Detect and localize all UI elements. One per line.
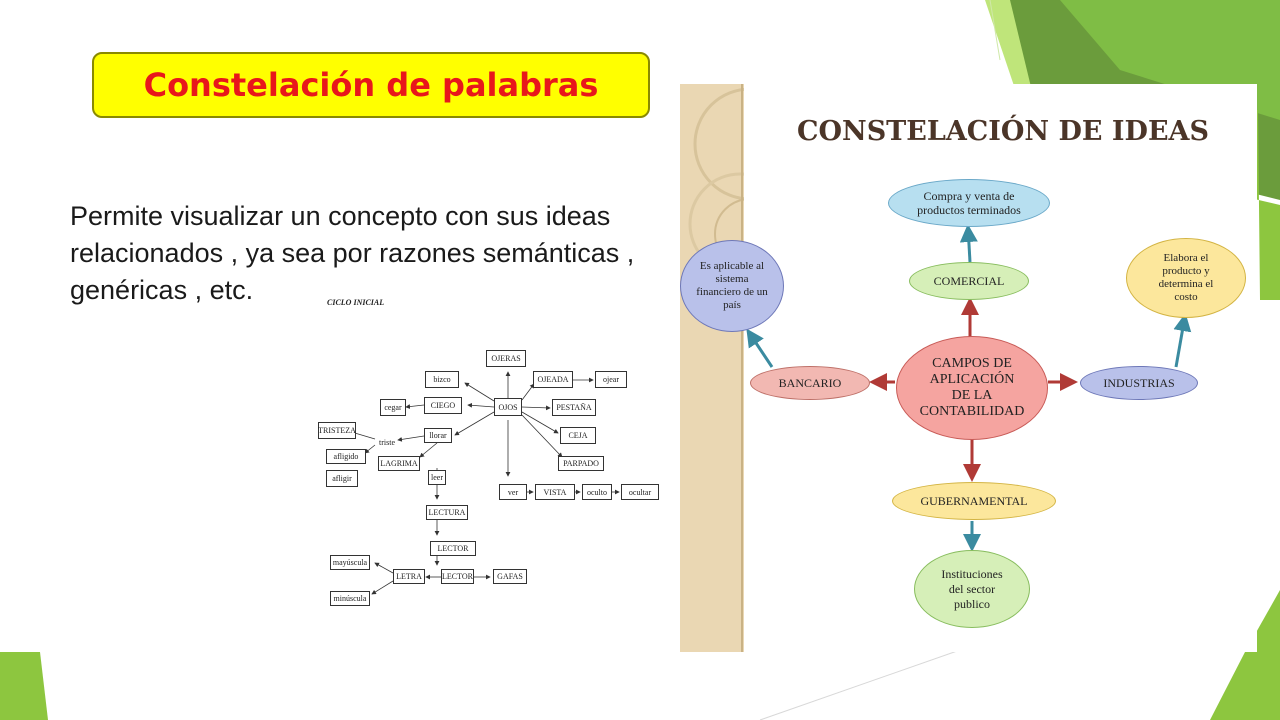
word-ojeada: OJEADA [533,371,573,388]
compra-line-2: productos terminados [917,203,1021,217]
word-tristeza: TRISTEZA [318,422,356,439]
word-parpado: PARPADO [558,456,604,471]
word-bizco: bizco [425,371,459,388]
word-lector-top: LECTOR [430,541,476,556]
word-ojeras: OJERAS [486,350,526,367]
elabora-line-2: producto y [1162,265,1210,277]
word-ciego: CIEGO [424,397,462,414]
bancario-label: BANCARIO [778,375,842,390]
idea-map-title: CONSTELACIÓN DE IDEAS [797,116,1209,147]
word-lagrima: LAGRIMA [378,456,420,471]
instituciones-line-1: Instituciones [941,566,1003,581]
word-ocultar: ocultar [621,484,659,500]
center-line-1: CAMPOS DE [932,356,1012,371]
node-industrias: INDUSTRIAS [1080,366,1198,400]
node-compra-venta: Compra y venta de productos terminados [888,179,1050,227]
comercial-label: COMERCIAL [933,273,1005,288]
elabora-line-4: costo [1174,291,1198,303]
compra-line-1: Compra y venta de [923,189,1015,203]
word-mayuscula: mayúscula [330,555,370,570]
instituciones-line-3: publico [953,596,990,611]
word-ojos: OJOS [494,398,522,416]
industrias-label: INDUSTRIAS [1103,375,1175,390]
idea-map-panel: CONSTELACIÓN DE IDEAS CAMPOS DE APLICACI… [680,84,1257,652]
word-llorar: llorar [424,428,452,443]
node-instituciones: Instituciones del sector publico [914,550,1030,628]
node-comercial: COMERCIAL [909,262,1029,300]
aplicable-line-2: sistema [715,273,749,285]
elabora-line-3: determina el [1158,278,1214,290]
word-lectura: LECTURA [426,505,468,520]
word-afligido: afligido [326,449,366,464]
aplicable-line-4: país [723,299,741,311]
title-box: Constelación de palabras [92,52,650,118]
word-ceja: CEJA [560,427,596,444]
word-cegar: cegar [380,399,406,416]
node-campos-contabilidad: CAMPOS DE APLICACIÓN DE LA CONTABILIDAD [896,336,1048,440]
paper-strip [680,84,807,652]
node-gubernamental: GUBERNAMENTAL [892,482,1056,520]
word-ver: ver [499,484,527,500]
word-ojear: ojear [595,371,627,388]
word-leer: leer [428,470,446,485]
node-elabora-producto: Elabora el producto y determina el costo [1126,238,1246,318]
center-line-3: DE LA [951,388,993,403]
aplicable-line-1: Es aplicable al [699,260,765,272]
word-lector: LECTOR [441,569,474,584]
gubernamental-label: GUBERNAMENTAL [920,493,1028,508]
aplicable-line-3: financiero de un [696,286,768,298]
center-line-2: APLICACIÓN [929,372,1015,387]
word-minuscula: minúscula [330,591,370,606]
word-afligir: afligir [326,470,358,487]
word-gafas: GAFAS [493,569,527,584]
word-pestana: PESTAÑA [552,399,596,416]
instituciones-line-2: del sector [948,581,996,596]
word-triste: triste [379,437,395,447]
slide-title: Constelación de palabras [143,66,599,104]
description-text: Permite visualizar un concepto con sus i… [70,201,635,305]
word-letra: LETRA [393,569,425,584]
example-title: CICLO INICIAL [327,298,385,307]
word-oculto: oculto [582,484,612,500]
word-vista: VISTA [535,484,575,500]
node-bancario: BANCARIO [750,366,870,400]
node-aplicable-sistema-financiero: Es aplicable al sistema financiero de un… [680,240,784,332]
elabora-line-1: Elabora el [1163,252,1209,264]
center-line-4: CONTABILIDAD [919,404,1025,419]
